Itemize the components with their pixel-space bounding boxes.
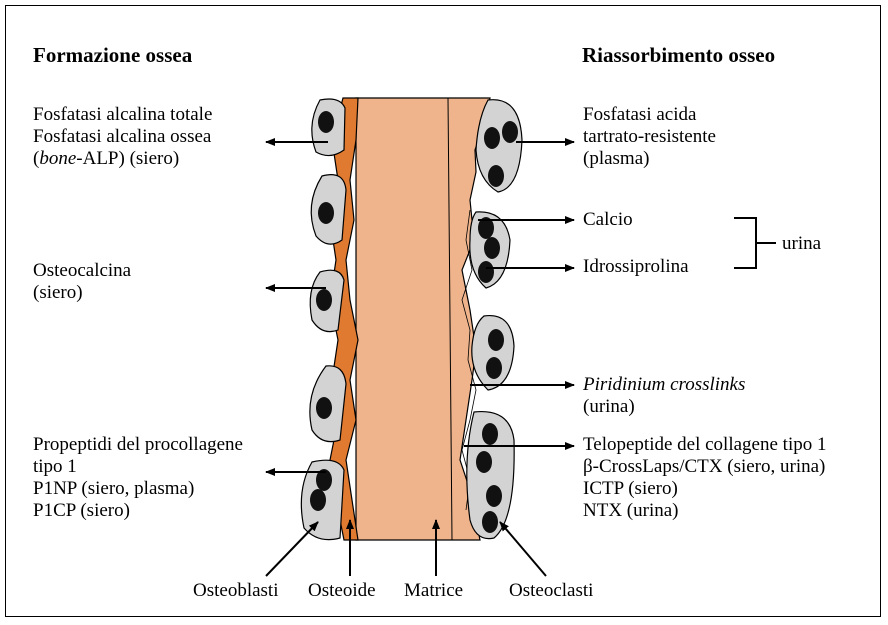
urina-bracket bbox=[734, 218, 776, 268]
pointer-osteoblasti bbox=[266, 522, 318, 576]
pointer-osteoclasti bbox=[500, 522, 546, 576]
